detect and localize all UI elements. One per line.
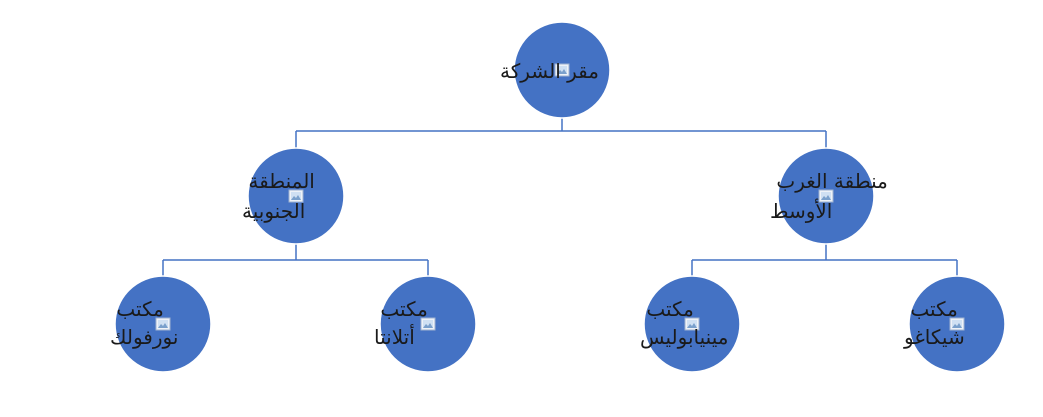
picture-sky: [952, 320, 962, 328]
picture-placeholder-icon: [818, 189, 834, 203]
node-midwest-region-label: منطقة الغرب الأوسط: [770, 169, 888, 223]
picture-mountain: [952, 323, 962, 328]
node-southern-region[interactable]: المنطقة الجنوبية: [242, 147, 345, 245]
node-chicago-office-label: مكتب شيكاغو: [903, 297, 965, 349]
node-minneapolis-office-label: مكتب مينيابوليس: [640, 297, 728, 349]
connector-lines: [162, 118, 958, 276]
node-midwest-region[interactable]: منطقة الغرب الأوسط: [770, 147, 888, 245]
picture-sky: [557, 66, 567, 74]
picture-sky: [291, 192, 301, 200]
picture-sky: [821, 192, 831, 200]
node-headquarters[interactable]: مقر الشركة: [500, 21, 611, 119]
node-chicago-office[interactable]: مكتب شيكاغو: [903, 275, 1006, 373]
picture-mountain: [821, 195, 831, 200]
node-norfolk-office-label: مكتب نورفولك: [110, 297, 178, 349]
picture-placeholder-icon: [420, 317, 436, 331]
node-southern-region-label: المنطقة الجنوبية: [242, 169, 315, 223]
picture-sky: [158, 320, 168, 328]
node-minneapolis-office[interactable]: مكتب مينيابوليس: [640, 275, 741, 373]
picture-placeholder-icon: [949, 317, 965, 331]
picture-placeholder-icon: [684, 317, 700, 331]
node-norfolk-office[interactable]: مكتب نورفولك: [110, 275, 212, 373]
picture-mountain: [291, 195, 301, 200]
picture-sky: [423, 320, 433, 328]
picture-placeholder-icon: [155, 317, 171, 331]
node-atlanta-office-label: مكتب أتلانتا: [374, 297, 428, 349]
picture-mountain: [687, 323, 697, 328]
picture-mountain: [423, 323, 433, 328]
picture-placeholder-icon: [554, 63, 570, 77]
picture-sky: [687, 320, 697, 328]
node-headquarters-label: مقر الشركة: [500, 59, 599, 83]
picture-mountain: [158, 323, 168, 328]
node-atlanta-office[interactable]: مكتب أتلانتا: [374, 275, 477, 373]
picture-placeholder-icon: [288, 189, 304, 203]
picture-mountain: [557, 69, 567, 74]
